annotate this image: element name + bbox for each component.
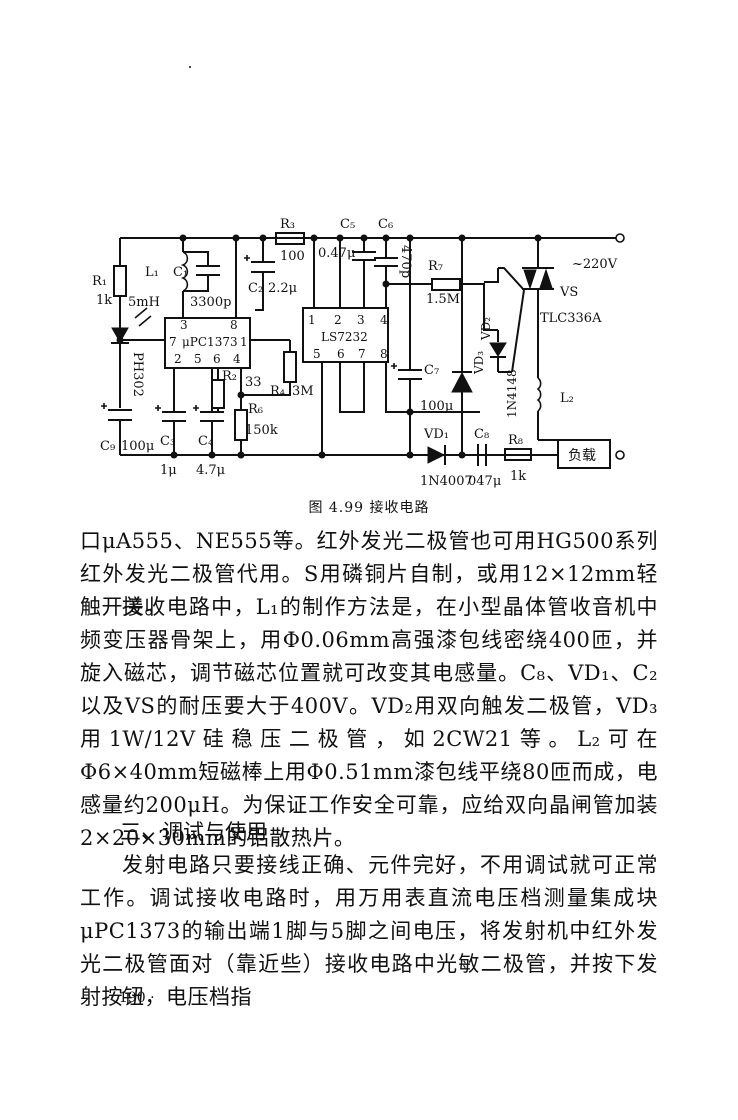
label-r6: R₆ xyxy=(248,402,263,417)
ic2-pin-1: 1 xyxy=(308,313,316,327)
label-c8: C₈ xyxy=(474,427,489,442)
label-r8-value: 1k xyxy=(510,469,526,484)
label-vd2: VD₂ xyxy=(479,317,493,341)
label-c3-value: 1μ xyxy=(160,463,177,478)
paragraph-2: 接收电路中，L₁的制作方法是，在小型晶体管收音机中频变压器骨架上，用Φ0.06m… xyxy=(80,595,658,850)
ic1-pin-5: 5 xyxy=(194,352,202,366)
label-vs: VS xyxy=(559,285,578,300)
label-r7-value: 1.5M xyxy=(426,292,460,307)
paragraph-1: 口μA555、NE555等。红外发光二极管也可用HG500系列红外发光二极管代用… xyxy=(80,529,658,619)
label-c2-value: 2.2μ xyxy=(268,281,297,296)
label-c4: C₄ xyxy=(198,434,213,449)
label-c6-value: 470p xyxy=(398,245,413,278)
label-c1-value: 3300p xyxy=(190,295,231,310)
label-r2: R₂ xyxy=(222,369,237,384)
label-c9: C₉ xyxy=(100,439,115,454)
label-r6-value: 150k xyxy=(245,423,278,438)
label-c7: C₇ xyxy=(424,363,439,378)
ic2-pin-2: 2 xyxy=(334,313,342,327)
ic1-name: μPC1373 xyxy=(182,335,238,349)
label-r7: R₇ xyxy=(428,259,443,274)
label-vd3-part: 1N4148 xyxy=(505,369,519,418)
label-load: 负载 xyxy=(568,448,596,464)
ic2-name: LS7232 xyxy=(321,330,368,344)
ic1-pin-6: 6 xyxy=(213,352,221,366)
ic2-pin-6: 6 xyxy=(337,347,345,361)
label-l1-value: 5mH xyxy=(128,295,160,310)
label-c2: C₂ xyxy=(248,281,263,296)
label-l1: L₁ xyxy=(145,265,159,280)
ic2-pin-7: 7 xyxy=(358,347,366,361)
label-mains: ~220V xyxy=(572,257,618,272)
label-c1: C₁ xyxy=(173,265,188,280)
ic1-pin-3: 3 xyxy=(180,318,188,332)
label-r3-value: 100 xyxy=(280,249,305,264)
label-c5: C₅ xyxy=(340,217,355,232)
ic2-pin-4: 4 xyxy=(380,313,388,327)
receiver-circuit-diagram: R₁ 1k L₁ 5mH C₁ 3300p PH302 C₉ 100μ C₃ 1… xyxy=(92,217,625,489)
section-heading: 三、调试与使用 xyxy=(120,820,267,844)
label-vd1: VD₁ xyxy=(423,427,449,442)
label-c7-value: 100μ xyxy=(420,399,453,414)
figure-caption: 图 4.99 接收电路 xyxy=(308,500,430,516)
label-c8-value: 047μ xyxy=(468,474,501,489)
ic1-pin-1: 1 xyxy=(240,335,248,349)
label-r3: R₃ xyxy=(280,217,295,232)
label-r4-value: 3M xyxy=(292,384,314,399)
label-c6: C₆ xyxy=(378,217,393,232)
label-c4-value: 4.7μ xyxy=(196,463,225,478)
label-r2-value: 33 xyxy=(245,375,262,390)
speck xyxy=(189,66,191,68)
ic1-pin-2: 2 xyxy=(174,352,182,366)
page-number: · 190 · xyxy=(110,990,155,1006)
ic2-pin-3: 3 xyxy=(357,313,365,327)
label-l2: L₂ xyxy=(560,391,574,406)
ic1-pin-7: 7 xyxy=(169,335,177,349)
ic2-pin-5: 5 xyxy=(313,347,321,361)
label-r1: R₁ xyxy=(92,274,107,289)
label-r1-value: 1k xyxy=(96,293,112,308)
paragraph-3: 发射电路只要接线正确、元件完好，不用调试就可正常工作。调试接收电路时，用万用表直… xyxy=(80,853,658,1009)
label-r4: R₄ xyxy=(270,384,285,399)
label-c5-value: 0.47μ xyxy=(318,246,355,261)
label-vs-part: TLC336A xyxy=(540,311,602,326)
label-c9-value: 100μ xyxy=(121,439,154,454)
label-ph302: PH302 xyxy=(130,352,145,397)
label-r8: R₈ xyxy=(508,433,523,448)
ic1-pin-4: 4 xyxy=(233,352,241,366)
label-vd3: VD₃ xyxy=(472,351,486,375)
ic2-pin-8: 8 xyxy=(380,347,388,361)
label-vd1-part: 1N4007 xyxy=(420,474,473,489)
label-c3: C₃ xyxy=(160,434,175,449)
ic1-pin-8: 8 xyxy=(230,318,238,332)
